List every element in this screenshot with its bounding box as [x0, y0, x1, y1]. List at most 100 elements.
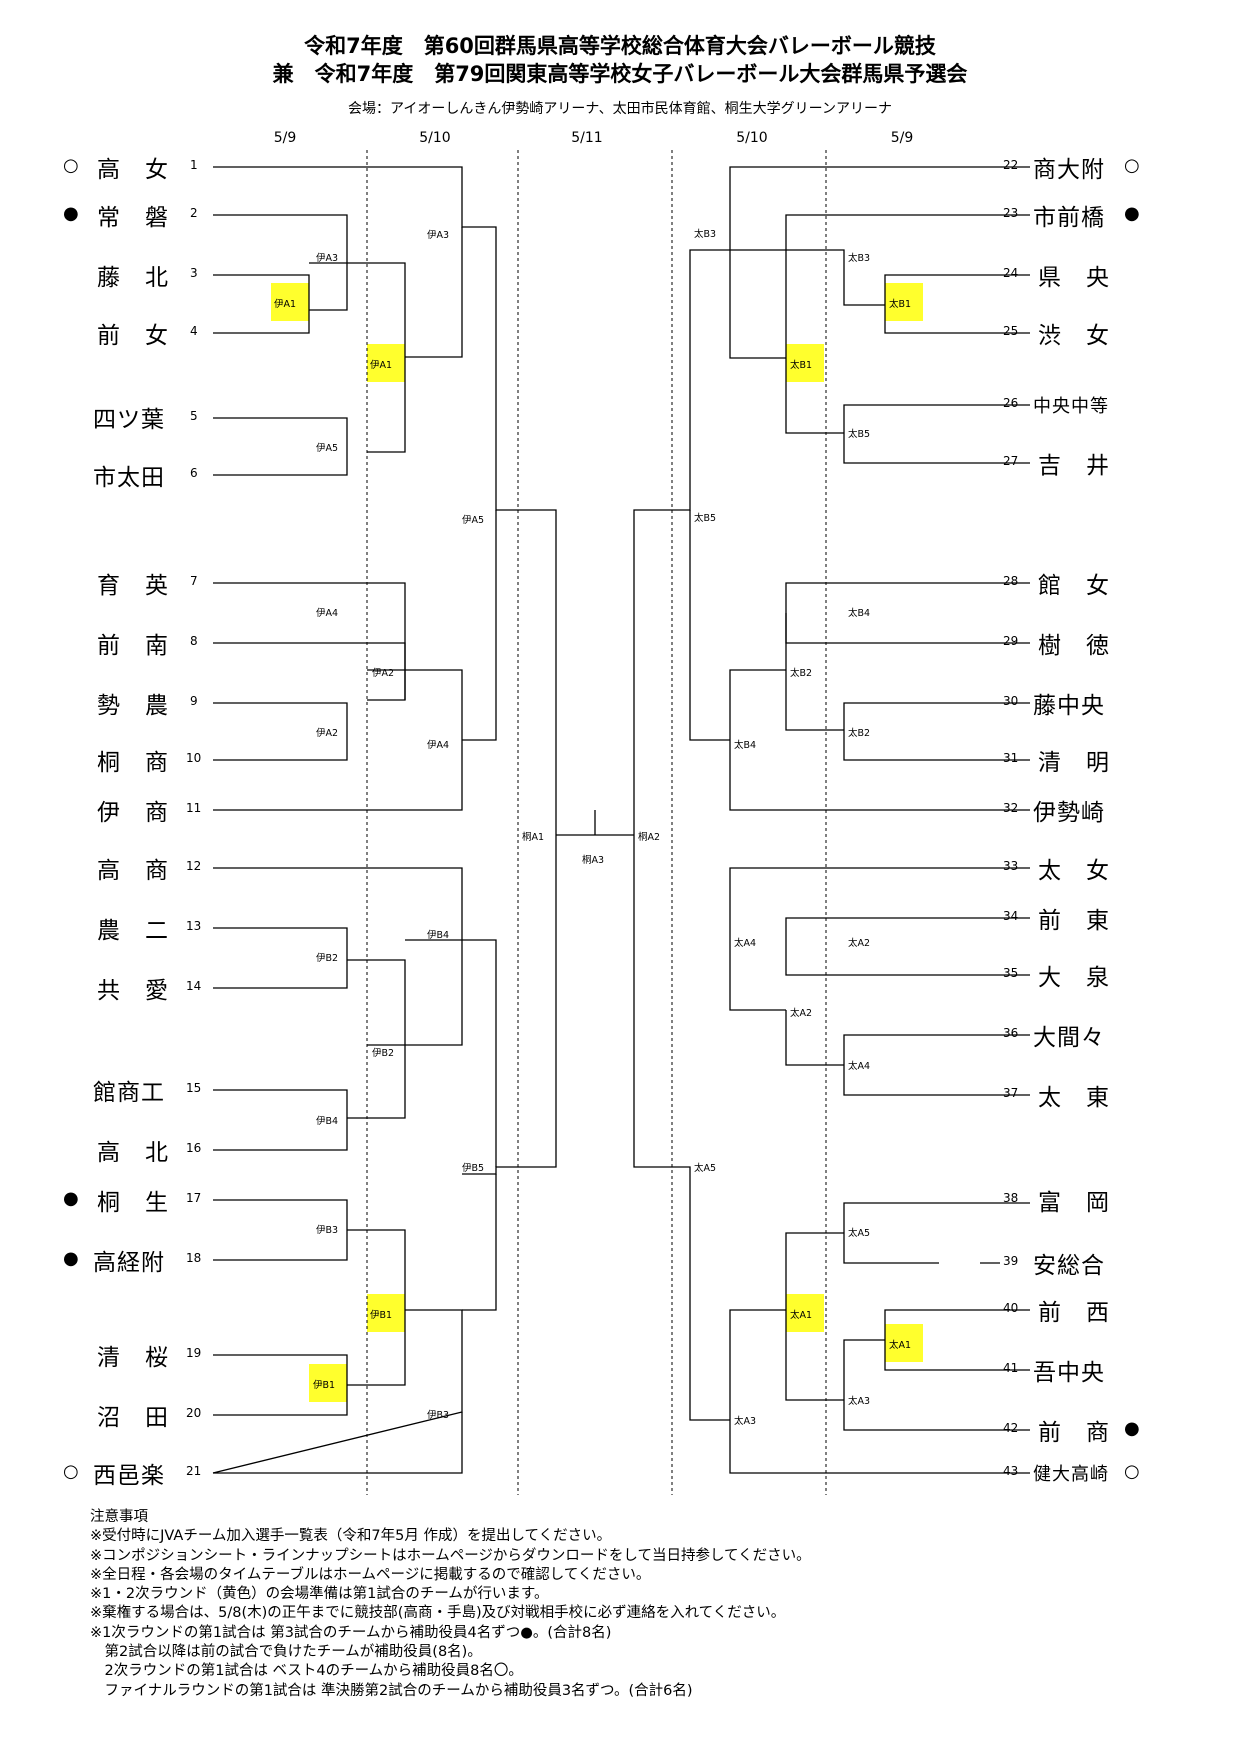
- team-name: 前 東: [1038, 908, 1110, 934]
- team-seed: 33: [1003, 859, 1019, 873]
- team-name: 伊勢崎: [1033, 800, 1105, 826]
- match-label: 伊A4: [316, 608, 339, 619]
- team-seed: 22: [1003, 158, 1019, 172]
- match-label: 伊B4: [427, 930, 450, 941]
- match-label: 太B3: [848, 253, 871, 264]
- venue: 会場：アイオーしんきん伊勢崎アリーナ、太田市民体育館、桐生大学グリーンアリーナ: [348, 101, 892, 117]
- highlight-ta1-r2: [786, 1294, 824, 1332]
- team-name: 市太田: [93, 465, 165, 491]
- team-name: 前 南: [97, 633, 169, 659]
- match-label: 太B4: [848, 608, 871, 619]
- match-label: 伊B3: [316, 1225, 339, 1236]
- team-name: 常 磐: [97, 205, 169, 231]
- team-name: 前 商: [1038, 1420, 1110, 1446]
- team-seed: 15: [186, 1081, 202, 1095]
- team-seed: 17: [186, 1191, 202, 1205]
- match-label: 伊A1: [370, 360, 393, 371]
- team-name: 桐 商: [97, 750, 169, 776]
- match-label: 伊B1: [370, 1310, 393, 1321]
- team-seed: 43: [1003, 1464, 1019, 1478]
- match-label: 太B2: [848, 728, 871, 739]
- team-name: 清 桜: [97, 1345, 169, 1371]
- match-label: 伊B4: [316, 1116, 339, 1127]
- team-seed: 32: [1003, 801, 1019, 815]
- team-seed: 16: [186, 1141, 202, 1155]
- match-label: 伊A3: [427, 230, 450, 241]
- date-final: 5/11: [571, 130, 603, 146]
- team-name: 県 央: [1038, 265, 1110, 291]
- team-name: 四ツ葉: [93, 407, 165, 433]
- match-label: 伊B1: [313, 1380, 336, 1391]
- team-seed: 39: [1003, 1254, 1019, 1268]
- match-label: 伊A3: [316, 253, 339, 264]
- team-name: 伊 商: [97, 800, 169, 826]
- highlight-ia1-r2: [367, 344, 405, 382]
- date-round2-right: 5/10: [736, 130, 768, 146]
- team-name: 吉 井: [1038, 453, 1110, 479]
- team-seed: 6: [190, 466, 198, 480]
- match-label: 太A3: [734, 1416, 757, 1427]
- match-label: 桐A1: [522, 832, 545, 843]
- title-line-1: 令和7年度 第60回群馬県高等学校総合体育大会バレーボール競技: [304, 34, 936, 58]
- team-seed: 10: [186, 751, 202, 765]
- team-name: 渋 女: [1038, 323, 1110, 349]
- highlight-ib1-r1: [309, 1364, 347, 1402]
- team-seed: 14: [186, 979, 202, 993]
- match-label: 太B2: [790, 668, 813, 679]
- team-seed: 21: [186, 1464, 202, 1478]
- match-label: 伊A5: [462, 515, 485, 526]
- match-label: 太A4: [848, 1061, 871, 1072]
- team-name: 館 女: [1038, 573, 1110, 599]
- assist-mark: ●: [1124, 203, 1140, 224]
- assist-mark: ○: [1124, 1461, 1140, 1482]
- team-seed: 41: [1003, 1361, 1019, 1375]
- team-name: 勢 農: [97, 693, 169, 719]
- match-label: 太A2: [848, 938, 871, 949]
- team-seed: 9: [190, 694, 198, 708]
- match-label: 桐A2: [638, 832, 661, 843]
- team-name: 大 泉: [1038, 965, 1110, 991]
- team-seed: 42: [1003, 1421, 1019, 1435]
- team-name: 太 女: [1038, 858, 1110, 884]
- team-name: 商大附: [1033, 157, 1105, 183]
- team-name: 沼 田: [97, 1405, 169, 1431]
- team-seed: 28: [1003, 574, 1019, 588]
- match-label: 太B1: [790, 360, 813, 371]
- match-label: 太B3: [694, 229, 717, 240]
- match-label: 太A5: [694, 1163, 717, 1174]
- team-name: 育 英: [97, 573, 169, 599]
- note-line: ※1・2次ラウンド（黄色）の会場準備は第1試合のチームが行います。: [90, 1586, 549, 1603]
- note-line: ※全日程・各会場のタイムテーブルはホームページに掲載するので確認してください。: [90, 1566, 651, 1583]
- match-label: 太B5: [848, 429, 871, 440]
- date-round1-right: 5/9: [890, 130, 914, 146]
- match-label: 太A4: [734, 938, 757, 949]
- team-seed: 38: [1003, 1191, 1019, 1205]
- highlight-ib1-r2: [367, 1294, 405, 1332]
- team-name: 桐 生: [97, 1190, 169, 1216]
- assist-mark: ●: [63, 203, 79, 224]
- assist-mark: ○: [1124, 155, 1140, 176]
- assist-mark: ●: [1124, 1418, 1140, 1439]
- title-line-2: 兼 令和7年度 第79回関東高等学校女子バレーボール大会群馬県予選会: [272, 62, 968, 86]
- team-seed: 37: [1003, 1086, 1019, 1100]
- team-seed: 13: [186, 919, 202, 933]
- team-name: 健大高崎: [1033, 1464, 1109, 1485]
- note-line: ファイナルラウンドの第1試合は 準決勝第2試合のチームから補助役員3名ずつ。(合…: [90, 1682, 693, 1699]
- notes: 注意事項 ※受付時にJVAチーム加入選手一覧表（令和7年5月 作成）を提出してく…: [90, 1508, 811, 1701]
- match-label: 伊B2: [372, 1048, 395, 1059]
- match-label: 伊B3: [427, 1410, 450, 1421]
- team-name: 清 明: [1038, 750, 1110, 776]
- match-label: 太A1: [889, 1340, 912, 1351]
- match-label: 伊A5: [316, 443, 339, 454]
- team-name: 樹 徳: [1038, 633, 1110, 659]
- team-seed: 5: [190, 409, 198, 423]
- team-name: 館商工: [93, 1080, 165, 1106]
- team-name: 高 女: [97, 157, 169, 183]
- team-seed: 27: [1003, 454, 1019, 468]
- highlight-ia1-r1: [271, 283, 309, 321]
- team-seed: 8: [190, 634, 198, 648]
- team-name: 西邑楽: [93, 1463, 165, 1489]
- match-label: 伊B5: [462, 1163, 485, 1174]
- team-name: 市前橋: [1033, 205, 1105, 231]
